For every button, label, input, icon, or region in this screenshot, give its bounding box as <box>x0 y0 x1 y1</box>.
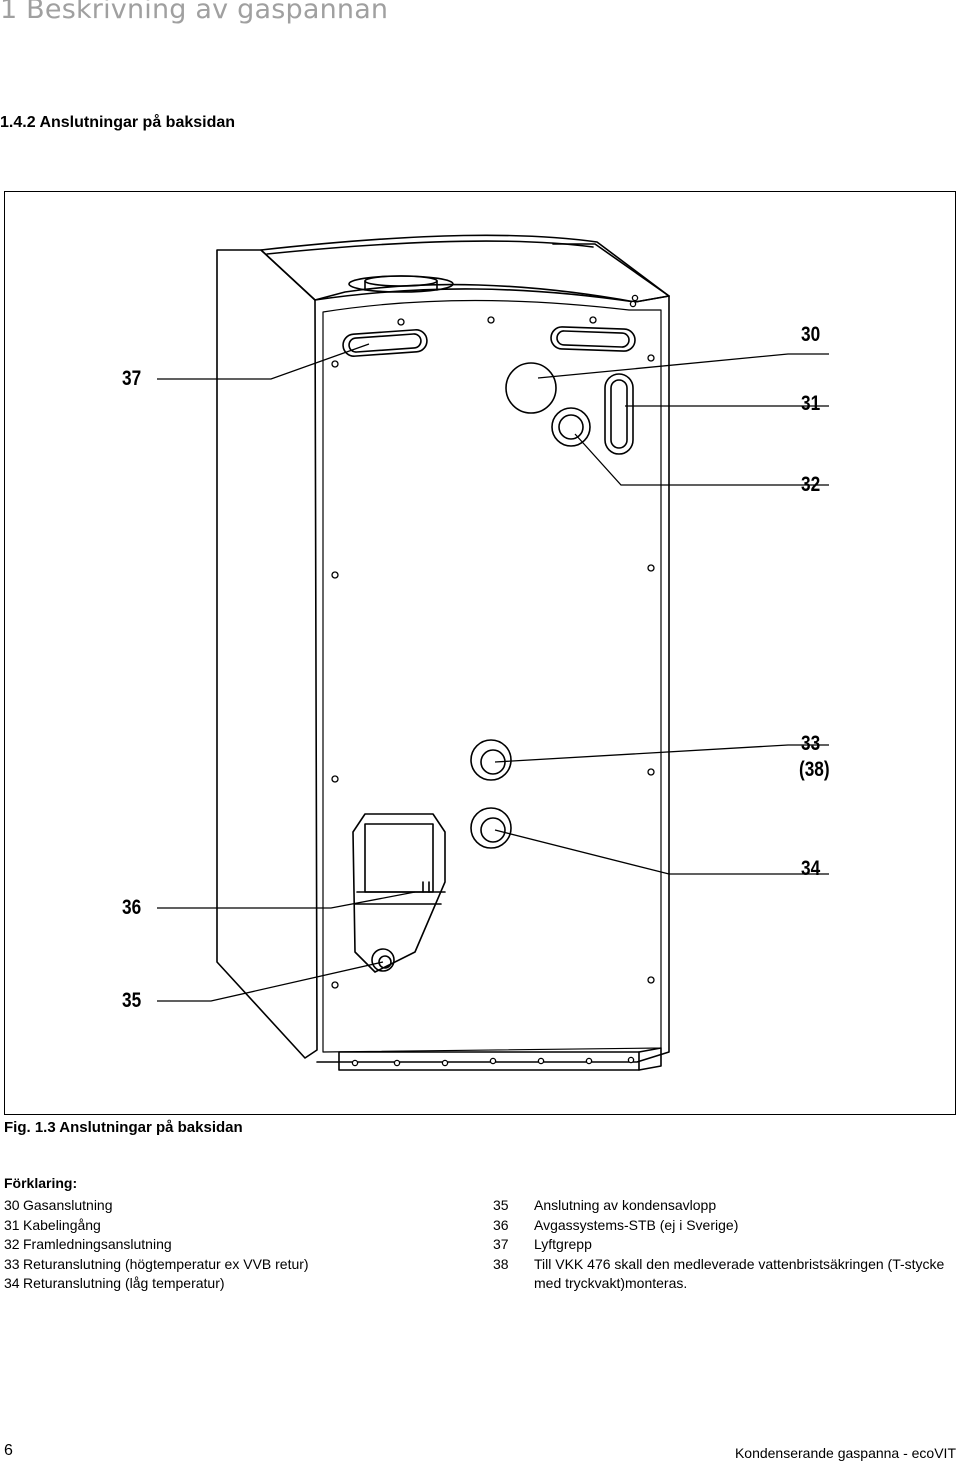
figure-caption: Fig. 1.3 Anslutningar på baksidan <box>4 1119 243 1136</box>
legend-right-list: 35 Anslutning av kondensavlopp 36 Avgassys… <box>493 1196 954 1294</box>
figure-frame: 37 30 31 32 33 (38) 34 36 35 <box>4 191 956 1115</box>
cable-entry-slot <box>604 373 634 455</box>
legend-text: Returanslutning (låg temperatur) <box>23 1275 225 1291</box>
gas-connection <box>505 362 557 414</box>
legend-item: 38 Till VKK 476 skall den medleverade vat… <box>493 1255 954 1294</box>
leader-36 <box>157 891 416 909</box>
callout-36: 36 <box>122 896 142 919</box>
boiler-back-panel <box>314 288 670 1063</box>
boiler-top-cover <box>260 234 670 303</box>
legend-text: Anslutning av kondensavlopp <box>534 1197 717 1213</box>
callout-32: 32 <box>801 473 821 496</box>
legend-heading: Förklaring: <box>4 1175 78 1191</box>
subsection-title: 1.4.2 Anslutningar på baksidan <box>0 114 236 131</box>
legend-number: 30 <box>4 1197 20 1213</box>
callout-35: 35 <box>122 989 142 1012</box>
condensate-housing <box>352 813 446 973</box>
leader-34 <box>494 829 829 875</box>
legend-number: 38 <box>493 1255 509 1272</box>
leader-33 <box>494 744 829 763</box>
return-connection-low <box>470 807 512 849</box>
legend-number: 36 <box>493 1216 509 1233</box>
condensate-outlet <box>371 948 395 972</box>
leader-35 <box>157 961 384 1002</box>
bottom-rail <box>338 1051 640 1071</box>
callout-38: (38) <box>799 758 830 781</box>
lifting-handle-left <box>342 329 428 357</box>
legend-text: Till VKK 476 skall den medleverade vatte… <box>534 1255 945 1292</box>
legend-number: 35 <box>493 1197 509 1213</box>
callout-37: 37 <box>122 367 142 390</box>
legend-item: 35 Anslutning av kondensavlopp <box>493 1196 954 1216</box>
callout-30: 30 <box>801 323 821 346</box>
page-number: 6 <box>4 1442 13 1459</box>
legend-item: 36 Avgassystems-STB (ej i Sverige) <box>493 1216 954 1236</box>
legend-text: Framledningsanslutning <box>23 1236 172 1252</box>
leader-32 <box>574 433 829 486</box>
legend-number: 34 <box>4 1275 20 1291</box>
legend-text: Returanslutning (högtemperatur ex VVB re… <box>23 1255 309 1272</box>
callout-33: 33 <box>801 732 821 755</box>
leader-37 <box>157 343 370 380</box>
legend-item: 37 Lyftgrepp <box>493 1235 954 1255</box>
legend-number: 37 <box>493 1236 509 1252</box>
boiler-rear-illustration <box>157 234 829 1071</box>
lifting-handle-right <box>550 326 636 352</box>
leader-30 <box>537 353 829 379</box>
legend-text: Kabelingång <box>23 1216 101 1233</box>
legend-number: 32 <box>4 1236 20 1252</box>
legend-number: 31 <box>4 1216 20 1233</box>
section-title: 1 Beskrivning av gaspannan <box>0 0 389 25</box>
legend-text: Avgassystems-STB (ej i Sverige) <box>534 1216 739 1233</box>
boiler-side-panel <box>216 249 318 1059</box>
document-title-footer: Kondenserande gaspanna - ecoVIT <box>734 1445 956 1461</box>
legend-text: Lyftgrepp <box>534 1236 592 1252</box>
callout-34: 34 <box>801 857 821 880</box>
legend-number: 33 <box>4 1255 20 1272</box>
return-connection-high <box>470 739 512 781</box>
screws <box>331 294 655 1067</box>
callout-31: 31 <box>801 392 821 415</box>
legend-text: Gasanslutning <box>23 1197 113 1213</box>
flow-connection <box>551 407 591 447</box>
